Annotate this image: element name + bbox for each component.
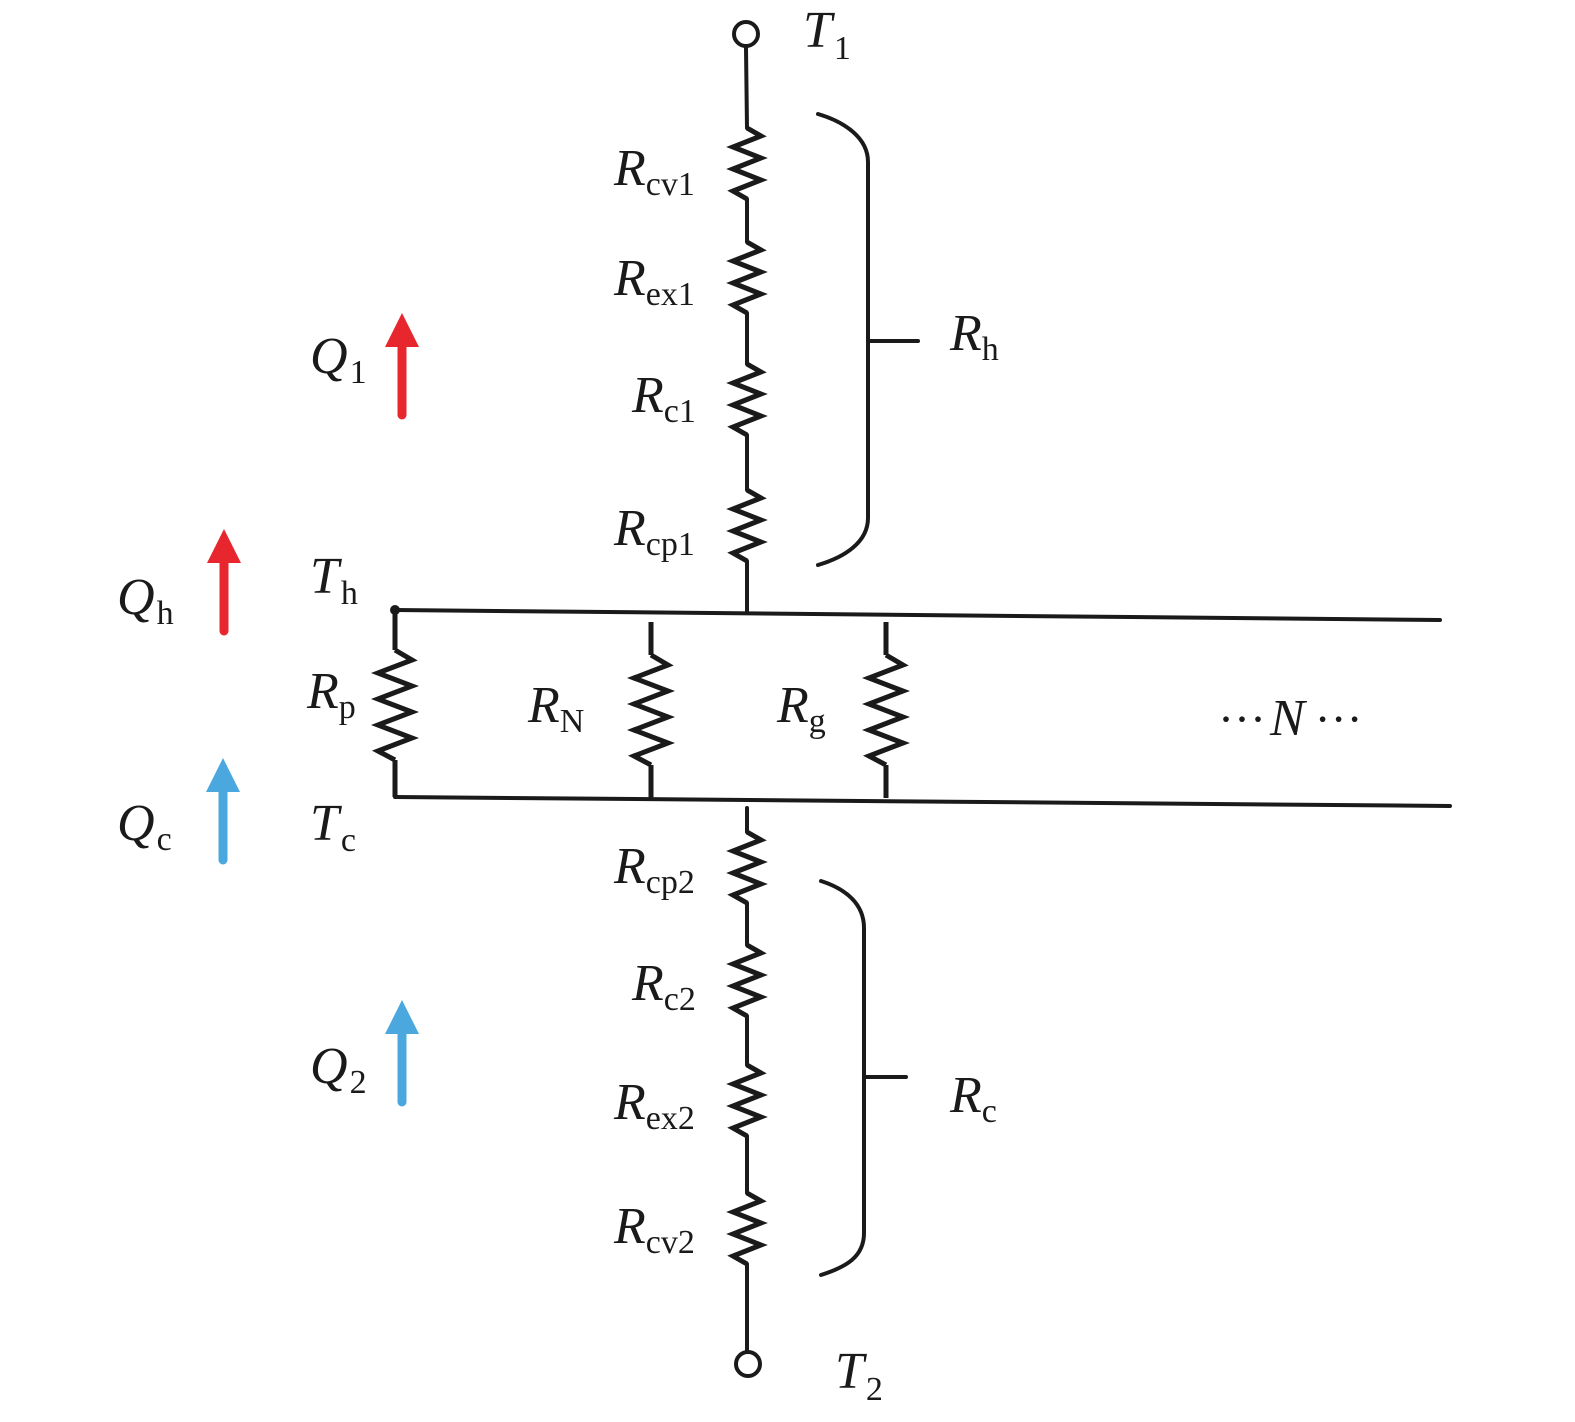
terminal-t2 bbox=[734, 1350, 762, 1378]
resistor-rn bbox=[626, 652, 676, 768]
hot-rail bbox=[393, 608, 1442, 622]
label-rcp2: Rcp2 bbox=[613, 838, 695, 901]
lower-chain bbox=[726, 806, 768, 1353]
label-n-repeat: ···N··· bbox=[1218, 690, 1363, 747]
label-t1: T1 bbox=[803, 2, 851, 67]
label-rh: Rh bbox=[949, 305, 999, 368]
resistor-rex1 bbox=[726, 239, 768, 316]
arrow-q2 bbox=[385, 1000, 419, 1107]
label-rex1: Rex1 bbox=[613, 250, 695, 313]
wire-t1-to-rcv1 bbox=[744, 46, 749, 130]
arrowhead-icon bbox=[385, 313, 419, 347]
label-rp: Rp bbox=[306, 663, 356, 726]
resistor-rcp1 bbox=[726, 487, 768, 564]
label-rex2: Rex2 bbox=[613, 1074, 695, 1137]
label-tc: Tc bbox=[310, 795, 356, 859]
label-rc: Rc bbox=[949, 1067, 997, 1130]
label-qh: Qh bbox=[117, 569, 174, 632]
terminal-t1 bbox=[732, 20, 760, 48]
upper-chain bbox=[726, 46, 768, 614]
arrow-qh bbox=[207, 529, 241, 636]
resistor-rcv2 bbox=[726, 1190, 768, 1267]
label-qc: Qc bbox=[117, 795, 172, 858]
label-t2: T2 bbox=[835, 1343, 883, 1408]
label-rcp1: Rcp1 bbox=[613, 500, 695, 563]
arrow-q1 bbox=[385, 313, 419, 420]
resistor-rc1 bbox=[726, 361, 768, 438]
resistor-rc2 bbox=[726, 942, 768, 1019]
label-rc2: Rc2 bbox=[631, 955, 696, 1018]
arrowhead-icon bbox=[206, 758, 240, 792]
label-q1: Q1 bbox=[310, 328, 367, 391]
label-th: Th bbox=[310, 548, 358, 612]
label-rcv2: Rcv2 bbox=[613, 1198, 695, 1261]
label-rcv1: Rcv1 bbox=[613, 140, 695, 203]
parallel-resistors bbox=[370, 610, 911, 798]
resistor-rcv1 bbox=[726, 125, 768, 202]
resistor-rg bbox=[861, 652, 911, 768]
label-q2: Q2 bbox=[310, 1038, 367, 1101]
arrow-qc bbox=[206, 758, 240, 865]
label-rg: Rg bbox=[776, 677, 826, 740]
label-rc1: Rc1 bbox=[631, 367, 696, 430]
resistor-rcp2 bbox=[726, 829, 768, 906]
resistor-rp bbox=[370, 647, 420, 763]
resistor-rex2 bbox=[726, 1062, 768, 1139]
brace-lower bbox=[819, 879, 866, 1277]
arrowhead-icon bbox=[385, 1000, 419, 1034]
brace-upper bbox=[816, 112, 870, 567]
label-rn: RN bbox=[527, 677, 584, 740]
cold-rail bbox=[393, 795, 1452, 808]
arrowhead-icon bbox=[207, 529, 241, 563]
